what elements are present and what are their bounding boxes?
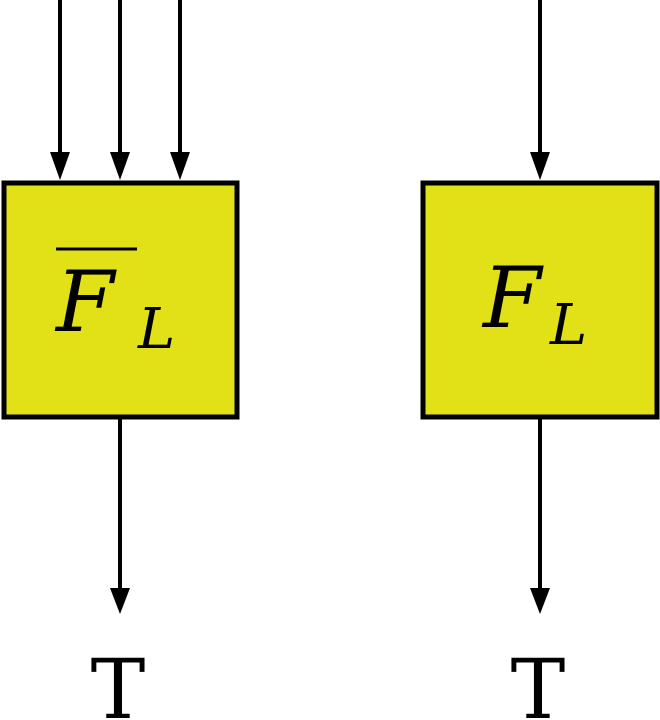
left-block-inputs <box>50 0 190 180</box>
right-block-subscript: L <box>549 293 587 358</box>
left-input-arrowhead-2 <box>110 152 130 180</box>
left-input-arrowhead-1 <box>50 152 70 180</box>
left-block-subscript: L <box>137 297 175 362</box>
left-output-arrowhead <box>110 588 130 614</box>
right-block-inputs <box>530 0 550 180</box>
right-block-box <box>420 180 660 420</box>
left-block-label: F L <box>54 247 175 362</box>
left-block-symbol: F <box>54 253 117 351</box>
left-block-output <box>110 418 130 614</box>
right-output-label: T <box>511 643 566 720</box>
left-input-arrowhead-3 <box>170 152 190 180</box>
right-block-symbol: F <box>481 249 544 347</box>
right-input-arrowhead <box>530 152 550 180</box>
right-block-output <box>530 418 550 614</box>
right-output-arrowhead <box>530 588 550 614</box>
left-block-box <box>1 180 240 420</box>
left-output-label: T <box>91 643 146 720</box>
right-block-label: F L <box>481 249 587 358</box>
